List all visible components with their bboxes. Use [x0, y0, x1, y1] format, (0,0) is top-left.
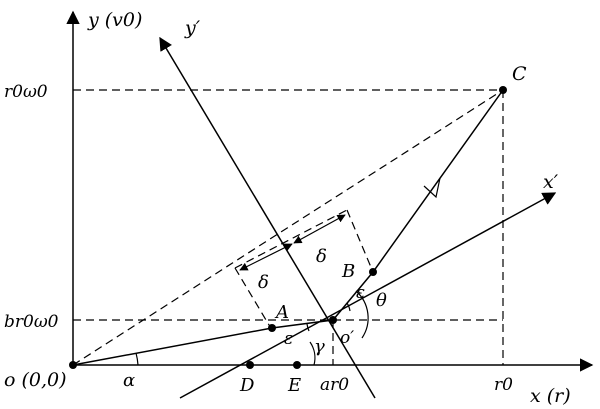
delta-band-right: [346, 209, 374, 273]
o-prime-label: o′: [340, 328, 354, 348]
trajectory-direction-arrow: [423, 177, 441, 199]
point-D-marker: [246, 361, 254, 369]
point-C-marker: [499, 86, 507, 94]
alpha-label: α: [123, 370, 135, 391]
epsilon-lower-label: ε: [284, 329, 293, 349]
origin-label: o (0,0): [4, 369, 67, 391]
y-tick-r0w0: r0ω0: [4, 82, 48, 102]
point-B-marker: [369, 268, 377, 276]
origin-marker: [69, 361, 77, 369]
epsilon-upper-label: ε: [356, 283, 365, 303]
y-prime-axis: [159, 36, 376, 399]
point-E-label: E: [287, 375, 301, 396]
epsilon-upper-arc: [346, 302, 351, 312]
gamma-label: γ: [314, 336, 325, 357]
delta-arrow-left: [239, 243, 293, 271]
x-tick-r0: r0: [494, 375, 513, 395]
theta-arc: [355, 290, 369, 339]
point-D-label: D: [239, 375, 255, 396]
delta-right-label: δ: [316, 246, 327, 267]
point-C-label: C: [512, 63, 527, 85]
point-B-label: B: [341, 261, 355, 282]
y-axis-label: y (v0): [87, 9, 142, 31]
y-tick-br0w0: br0ω0: [4, 312, 59, 332]
epsilon-lower-arc: [306, 323, 310, 332]
point-o-prime-marker: [329, 316, 337, 324]
gamma-arc: [309, 341, 316, 366]
x-axis-label: x (r): [530, 385, 571, 407]
delta-band-top: [234, 209, 348, 269]
alpha-arc: [135, 352, 139, 366]
delta-left-label: δ: [258, 272, 269, 293]
x-tick-ar0: ar0: [320, 375, 349, 395]
y-prime-label: y′: [184, 17, 201, 39]
x-prime-axis: [179, 192, 557, 399]
delta-arrow-right: [293, 214, 346, 244]
point-A-marker: [268, 324, 276, 332]
x-prime-label: x′: [543, 171, 559, 193]
theta-label: θ: [376, 290, 387, 311]
dashed-line-origin-to-C: [72, 89, 504, 366]
point-A-label: A: [274, 302, 289, 323]
point-E-marker: [293, 361, 301, 369]
